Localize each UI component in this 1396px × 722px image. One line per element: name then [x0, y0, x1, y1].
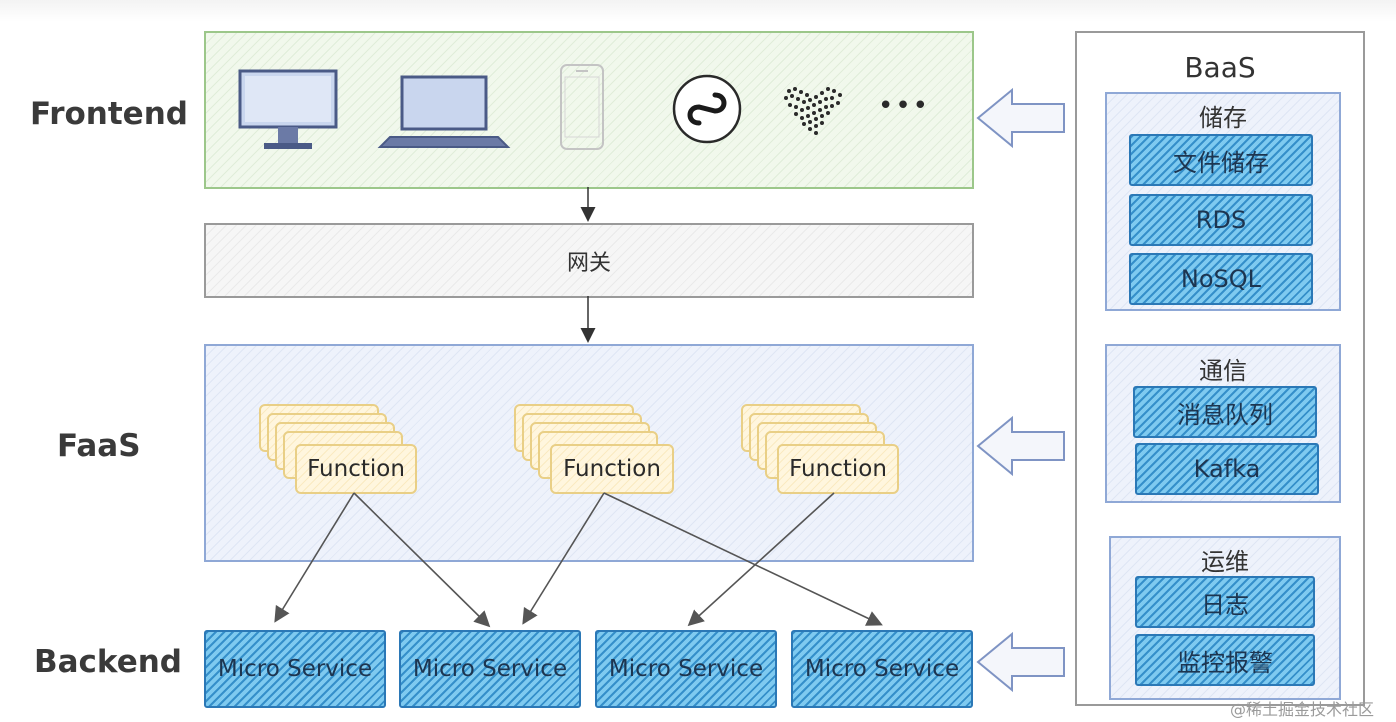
micro-service-2: Micro Service — [399, 630, 581, 708]
micro-service-3: Micro Service — [595, 630, 777, 708]
arrow-function-service — [274, 492, 355, 623]
function-stack-1: Function — [259, 404, 419, 496]
storage-group: 储存 文件储存 RDS NoSQL — [1105, 92, 1341, 311]
function-label: Function — [563, 456, 661, 482]
watermark: @稀土掘金技术社区 — [1230, 700, 1375, 719]
ops-group: 运维 日志 监控报警 — [1109, 536, 1341, 700]
laptop-icon — [377, 75, 511, 148]
baas-to-faas-arrow — [976, 415, 1065, 477]
baas-title: BaaS — [1184, 51, 1256, 84]
communication-group-title: 通信 — [1199, 357, 1247, 385]
arrow-function-service — [353, 492, 491, 628]
ops-group-title: 运维 — [1201, 548, 1249, 576]
arrow-function-service — [687, 492, 835, 627]
ops-item-monitor: 监控报警 — [1135, 634, 1315, 686]
micro-service-label: Micro Service — [804, 656, 960, 682]
function-label: Function — [307, 456, 405, 482]
micro-service-1: Micro Service — [204, 630, 386, 708]
mini-program-icon — [672, 74, 742, 144]
more-ellipsis-icon: ••• — [878, 91, 931, 121]
desktop-monitor-icon — [238, 69, 338, 149]
function-stack-2: Function — [514, 404, 684, 496]
micro-service-label: Micro Service — [412, 656, 568, 682]
backend-label: Backend — [34, 644, 182, 680]
frontend-layer: ••• — [204, 31, 974, 189]
frontend-label: Frontend — [30, 96, 188, 132]
storage-item-label: 文件储存 — [1173, 148, 1269, 177]
storage-item-label: RDS — [1195, 206, 1247, 234]
arrow-function-service — [522, 492, 605, 625]
baas-to-backend-arrow — [976, 631, 1065, 693]
communication-item-mq: 消息队列 — [1133, 386, 1317, 438]
communication-item-label: Kafka — [1193, 455, 1261, 483]
ops-item-log: 日志 — [1135, 576, 1315, 628]
baas-to-frontend-arrow — [976, 87, 1065, 149]
communication-item-label: 消息队列 — [1177, 400, 1273, 429]
function-card-front: Function — [295, 444, 417, 494]
ops-item-label: 日志 — [1201, 590, 1249, 619]
storage-item-rds: RDS — [1129, 194, 1313, 246]
communication-item-kafka: Kafka — [1135, 443, 1319, 495]
storage-item-nosql: NoSQL — [1129, 253, 1313, 305]
communication-group: 通信 消息队列 Kafka — [1105, 344, 1341, 503]
gateway-label: 网关 — [566, 250, 611, 276]
baas-panel: BaaS 储存 文件储存 RDS NoSQL 通信 消息队列 Kafka 运维 … — [1075, 31, 1365, 706]
storage-item-file: 文件储存 — [1129, 134, 1313, 186]
function-card-front: Function — [777, 444, 899, 494]
smartphone-icon — [560, 64, 604, 150]
storage-group-title: 储存 — [1199, 104, 1247, 132]
micro-service-label: Micro Service — [608, 656, 764, 682]
ops-item-label: 监控报警 — [1177, 648, 1273, 677]
storage-item-label: NoSQL — [1180, 265, 1262, 293]
gateway-box: 网关 — [204, 223, 974, 298]
function-label: Function — [789, 456, 887, 482]
function-stack-3: Function — [741, 404, 911, 496]
micro-service-label: Micro Service — [217, 656, 373, 682]
frontend-icons — [238, 64, 842, 150]
dot-cluster-icon — [784, 87, 842, 135]
micro-service-4: Micro Service — [791, 630, 973, 708]
arrow-function-service — [603, 492, 883, 626]
faas-label: FaaS — [57, 428, 141, 464]
function-card-front: Function — [550, 444, 674, 494]
